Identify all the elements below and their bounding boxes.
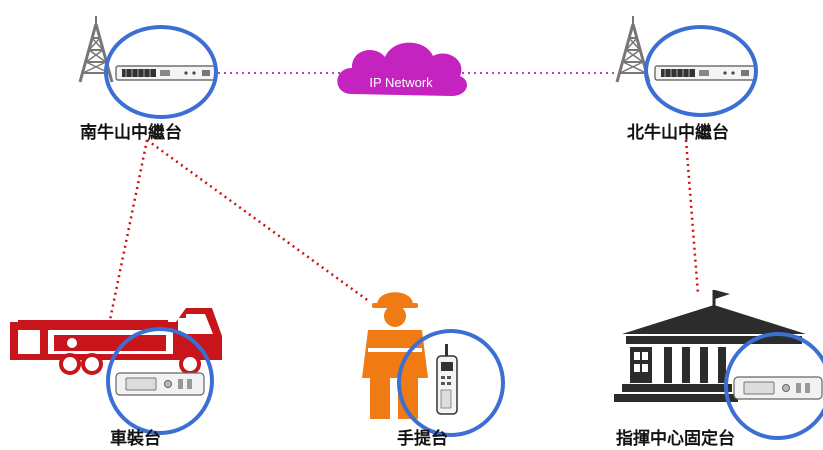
repeater-south-node bbox=[78, 14, 218, 119]
vehicle-label: 車裝台 bbox=[110, 429, 161, 449]
handheld-node bbox=[397, 329, 505, 437]
repeater-south-label: 南牛山中繼台 bbox=[80, 123, 182, 143]
radio-link-north-command bbox=[684, 139, 700, 295]
repeater-north-node bbox=[615, 14, 758, 117]
highlight-ring bbox=[104, 25, 218, 119]
desktop-radio-icon bbox=[733, 376, 823, 400]
radio-link-south-handheld bbox=[146, 138, 371, 304]
command-center-label: 指揮中心固定台 bbox=[616, 429, 735, 449]
handheld-label: 手提台 bbox=[397, 429, 448, 449]
mobile-radio-icon bbox=[115, 372, 205, 396]
ip-network-cloud: IP Network bbox=[337, 42, 467, 96]
highlight-ring bbox=[644, 25, 758, 117]
handheld-radio-icon bbox=[436, 344, 458, 415]
vehicle-node bbox=[106, 327, 214, 435]
command-center-node bbox=[724, 332, 823, 440]
repeater-north-label: 北牛山中繼台 bbox=[627, 123, 729, 143]
ip-network-label: IP Network bbox=[369, 75, 433, 90]
firefighter-icon bbox=[362, 292, 428, 419]
radio-link-south-vehicle bbox=[108, 139, 149, 321]
repeater-device-icon bbox=[115, 65, 217, 81]
building-icon bbox=[614, 290, 806, 402]
highlight-ring bbox=[106, 327, 214, 435]
highlight-ring bbox=[724, 332, 823, 440]
repeater-device-icon bbox=[654, 65, 756, 81]
highlight-ring bbox=[397, 329, 505, 437]
